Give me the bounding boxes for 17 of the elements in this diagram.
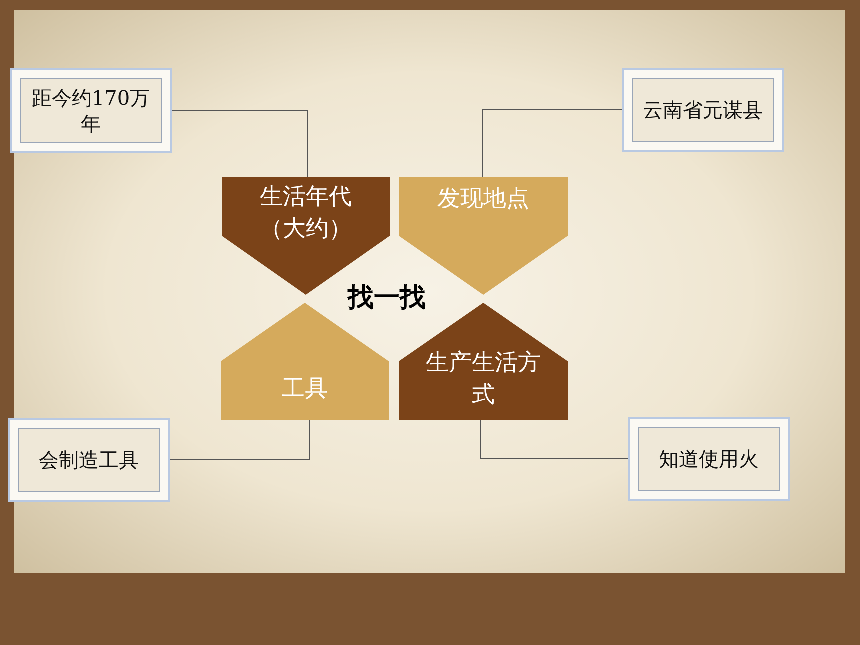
connector-line <box>170 420 310 460</box>
card-text: 会制造工具 <box>18 428 160 492</box>
card-text: 距今约170万年 <box>20 78 162 143</box>
card-text: 云南省元谋县 <box>632 78 774 142</box>
connector-line <box>480 420 628 460</box>
text-card <box>628 417 790 501</box>
pentagon-label: 生活年代（大约） <box>259 183 353 244</box>
connector-line <box>172 110 308 178</box>
pentagon-label: 生产生活方式 <box>425 349 542 410</box>
card-text: 知道使用火 <box>638 427 780 491</box>
pentagon-label: 发现地点 <box>436 185 530 214</box>
connector-line <box>482 110 622 178</box>
text-card <box>10 68 172 153</box>
text-card <box>8 418 170 502</box>
text-card <box>622 68 784 152</box>
pentagon-label: 工具 <box>281 375 329 404</box>
center-heading: 找一找 <box>348 282 426 315</box>
